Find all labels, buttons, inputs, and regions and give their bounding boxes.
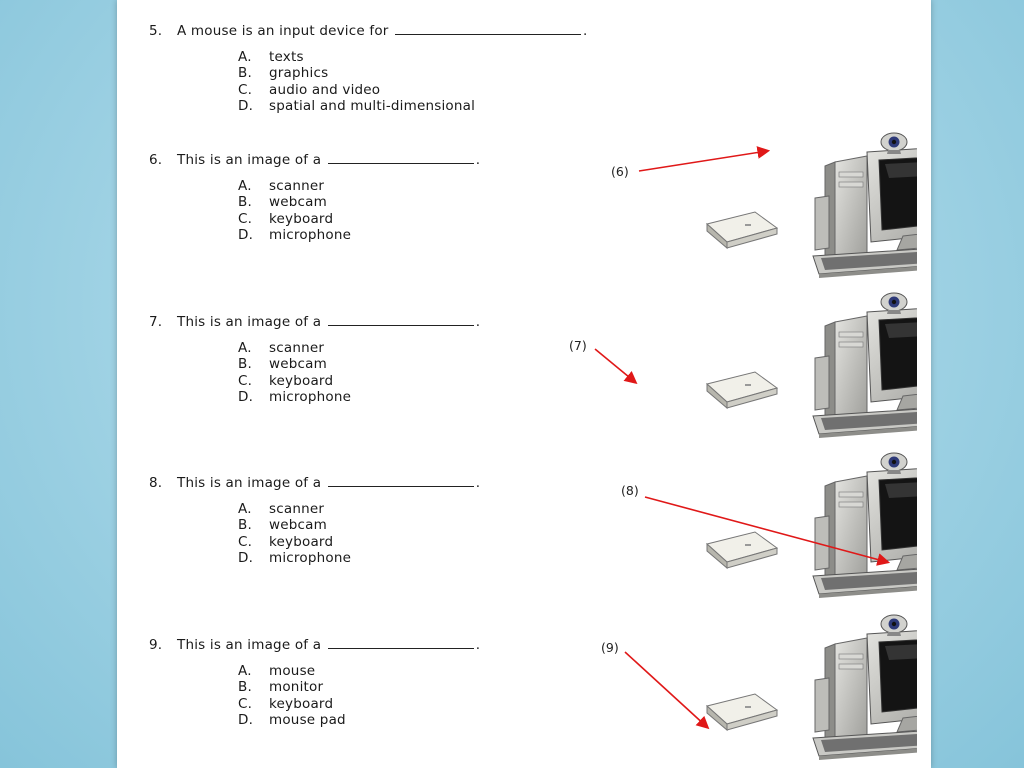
question-6: 6. This is an image of a . A.scanner B.we…: [149, 152, 569, 243]
option-b: B.webcam: [238, 356, 327, 373]
question-8: 8. This is an image of a . A.scanner B.we…: [149, 475, 569, 566]
question-stem: 9. This is an image of a .: [149, 637, 569, 653]
stem-text: This is an image of a: [177, 152, 322, 168]
option-a: A.scanner: [238, 501, 325, 517]
callout-label: (7): [569, 338, 587, 353]
computer-setup-illustration: (7): [569, 292, 917, 440]
option-d: D.microphone: [238, 549, 352, 566]
options-list: A.texts B.graphics C.audio and video D.s…: [238, 49, 569, 114]
figure-8: (8): [567, 452, 917, 602]
options-list: A.scanner B.webcam C.keyboard D.micropho…: [238, 340, 569, 405]
stem-end: .: [475, 152, 481, 168]
figure-7: (7): [567, 292, 917, 442]
callout-arrow: [624, 651, 710, 730]
question-stem: 5. A mouse is an input device for .: [149, 23, 587, 39]
question-number: 5.: [149, 23, 163, 39]
stem-text: This is an image of a: [177, 475, 322, 491]
callout-arrow: [638, 146, 771, 172]
answer-blank: [327, 314, 474, 326]
option-d: D.spatial and multi-dimensional: [238, 97, 476, 114]
callout-arrow: [644, 496, 891, 566]
question-9: 9. This is an image of a . A.mouse B.moni…: [149, 637, 569, 728]
question-7: 7. This is an image of a . A.scanner B.we…: [149, 314, 569, 405]
stem-end: .: [475, 314, 481, 330]
option-b: B.webcam: [238, 517, 327, 534]
stem-end: .: [583, 23, 588, 39]
answer-blank: [395, 23, 582, 35]
option-a: A.mouse: [238, 663, 316, 679]
answer-blank: [327, 475, 474, 487]
question-number: 9.: [149, 637, 163, 653]
computer-setup-illustration: (8): [621, 452, 917, 600]
option-c: C.keyboard: [238, 210, 334, 227]
worksheet-page: 5. A mouse is an input device for . A.tex…: [117, 0, 931, 768]
option-d: D.microphone: [238, 226, 352, 243]
question-stem: 6. This is an image of a .: [149, 152, 569, 168]
option-d: D.microphone: [238, 388, 352, 405]
option-c: C.keyboard: [238, 372, 334, 389]
option-a: A.texts: [238, 49, 304, 65]
callout-label: (6): [611, 164, 629, 179]
option-b: B.webcam: [238, 194, 327, 211]
question-number: 6.: [149, 152, 163, 168]
options-list: A.scanner B.webcam C.keyboard D.micropho…: [238, 501, 569, 566]
options-list: A.mouse B.monitor C.keyboard D.mouse pad: [238, 663, 569, 728]
computer-setup-illustration: (9): [601, 614, 917, 762]
figure-9: (9): [567, 614, 917, 764]
stem-text: A mouse is an input device for: [177, 23, 389, 39]
question-5: 5. A mouse is an input device for . A.tex…: [149, 23, 587, 114]
options-list: A.scanner B.webcam C.keyboard D.micropho…: [238, 178, 569, 243]
option-c: C.audio and video: [238, 81, 381, 98]
stem-end: .: [475, 637, 481, 653]
stem-text: This is an image of a: [177, 314, 322, 330]
option-b: B.monitor: [238, 679, 324, 696]
question-number: 7.: [149, 314, 163, 330]
answer-blank: [327, 637, 474, 649]
callout-label: (8): [621, 483, 639, 498]
figure-6: (6): [567, 132, 917, 282]
option-a: A.scanner: [238, 178, 325, 194]
stem-text: This is an image of a: [177, 637, 322, 653]
callout-arrow: [594, 348, 638, 385]
computer-setup-illustration: (6): [611, 132, 917, 280]
answer-blank: [327, 152, 474, 164]
option-c: C.keyboard: [238, 695, 334, 712]
stem-end: .: [475, 475, 481, 491]
option-b: B.graphics: [238, 65, 329, 82]
option-c: C.keyboard: [238, 533, 334, 550]
callout-label: (9): [601, 640, 619, 655]
option-a: A.scanner: [238, 340, 325, 356]
question-stem: 8. This is an image of a .: [149, 475, 569, 491]
question-number: 8.: [149, 475, 163, 491]
question-stem: 7. This is an image of a .: [149, 314, 569, 330]
option-d: D.mouse pad: [238, 711, 346, 728]
